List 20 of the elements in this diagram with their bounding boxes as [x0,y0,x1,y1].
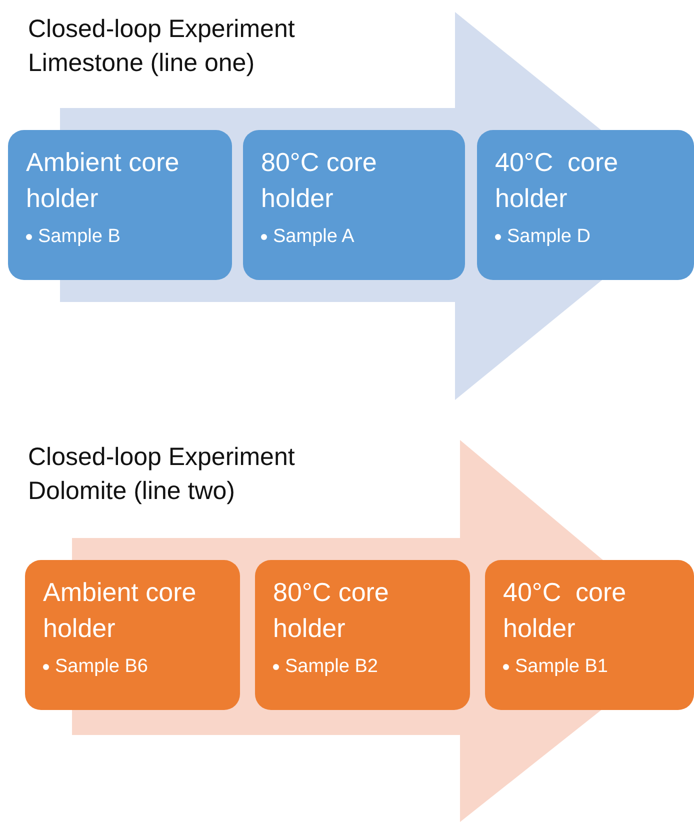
process-box [25,560,240,710]
bullet-item: Sample B1 [515,656,608,678]
bullet-item: Sample D [507,226,590,248]
box-title: Ambient core holder [26,146,180,215]
box-title: 80°C core holder [261,146,378,215]
box-title: Ambient core holder [43,576,198,645]
bullet-item: Sample B [38,226,120,248]
bullet-item: Sample A [273,226,354,248]
process-box [477,130,694,280]
process-box [243,130,465,280]
box-title: 80°C core holder [273,576,390,645]
band-heading: Closed-loop Experiment Limestone (line one) [28,14,296,79]
box-title: 40°C core holder [503,576,628,645]
bullet-item: Sample B6 [55,656,148,678]
box-title: 40°C core holder [495,146,620,215]
bullet-item: Sample B2 [285,656,378,678]
process-box [255,560,470,710]
process-box [485,560,694,710]
band-heading: Closed-loop Experiment Dolomite (line two) [28,442,296,507]
process-box [8,130,232,280]
